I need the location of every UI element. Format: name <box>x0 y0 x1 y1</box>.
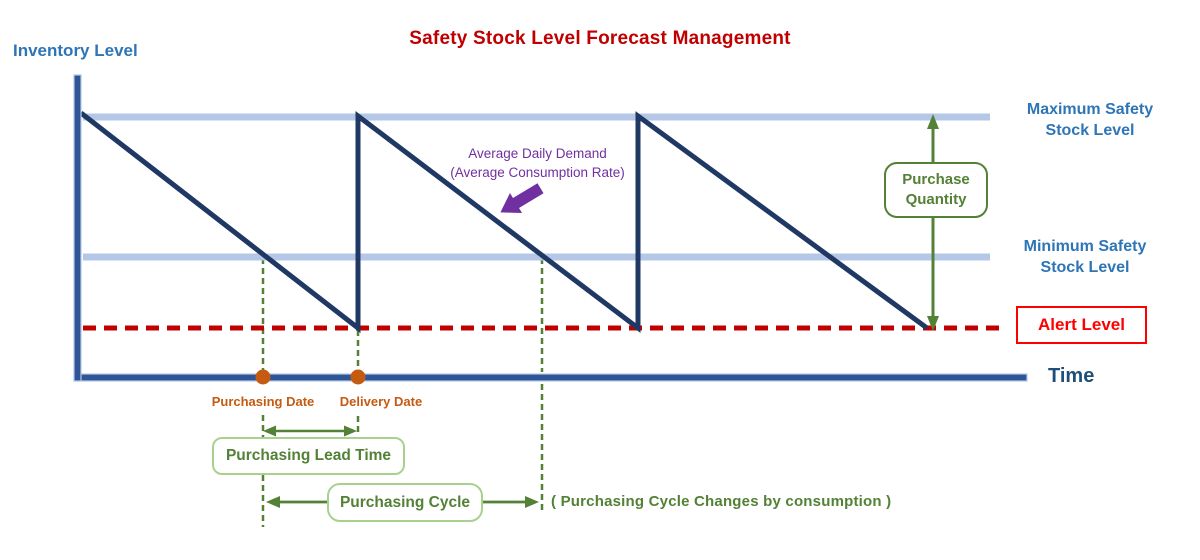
purchase-quantity-box: Purchase Quantity <box>884 162 988 218</box>
demand-note-line2: (Average Consumption Rate) <box>450 165 625 180</box>
purchasing-date-dot <box>255 369 271 385</box>
page-title: Safety Stock Level Forecast Management <box>409 28 791 49</box>
maximum-stock-label: Maximum Safety Stock Level <box>1026 101 1154 139</box>
purchasing-date-label: Purchasing Date <box>211 394 315 409</box>
alert-level-box: Alert Level <box>1016 306 1147 344</box>
cycle-right-arrow <box>483 496 539 508</box>
minimum-stock-label: Minimum Safety Stock Level <box>1023 238 1147 276</box>
purchasing-cycle-label: Purchasing Cycle <box>339 493 471 511</box>
average-daily-demand-note: Average Daily Demand (Average Consumptio… <box>415 144 660 182</box>
demand-note-line1: Average Daily Demand <box>468 146 607 161</box>
purchase-quantity-label: Purchase Quantity <box>902 171 970 208</box>
delivery-date-label: Delivery Date <box>339 394 423 409</box>
delivery-date-dot <box>350 369 366 385</box>
cycle-left-arrow <box>266 496 327 508</box>
x-axis <box>73 373 1028 382</box>
x-axis-label: Time <box>1048 365 1095 387</box>
purchasing-lead-time-label: Purchasing Lead Time <box>225 447 392 464</box>
lead-time-arrow <box>263 425 357 437</box>
purchasing-cycle-note: ( Purchasing Cycle Changes by consumptio… <box>551 493 892 510</box>
purchase-quantity-arrow <box>927 114 939 331</box>
inventory-sawtooth-line <box>79 110 929 334</box>
y-axis <box>73 74 82 382</box>
alert-level-label: Alert Level <box>1038 315 1125 334</box>
demand-pointer-arrow <box>500 183 544 214</box>
purchasing-cycle-box: Purchasing Cycle <box>327 483 483 522</box>
purchasing-lead-time-box: Purchasing Lead Time <box>212 437 405 475</box>
y-axis-label: Inventory Level <box>13 41 138 60</box>
